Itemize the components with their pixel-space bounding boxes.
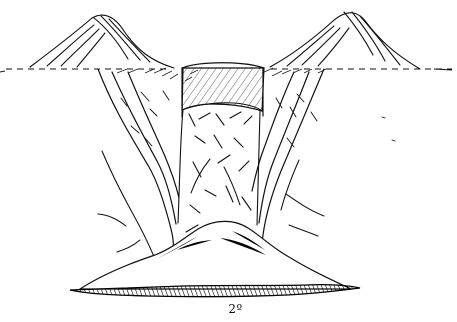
figure-number: 2º <box>228 302 242 316</box>
lower-mound <box>80 221 351 289</box>
left-cone <box>30 15 174 68</box>
right-cone <box>270 12 420 69</box>
central-vent <box>178 110 260 236</box>
figure-caption: 2º <box>0 302 457 316</box>
crater-top <box>182 63 264 111</box>
